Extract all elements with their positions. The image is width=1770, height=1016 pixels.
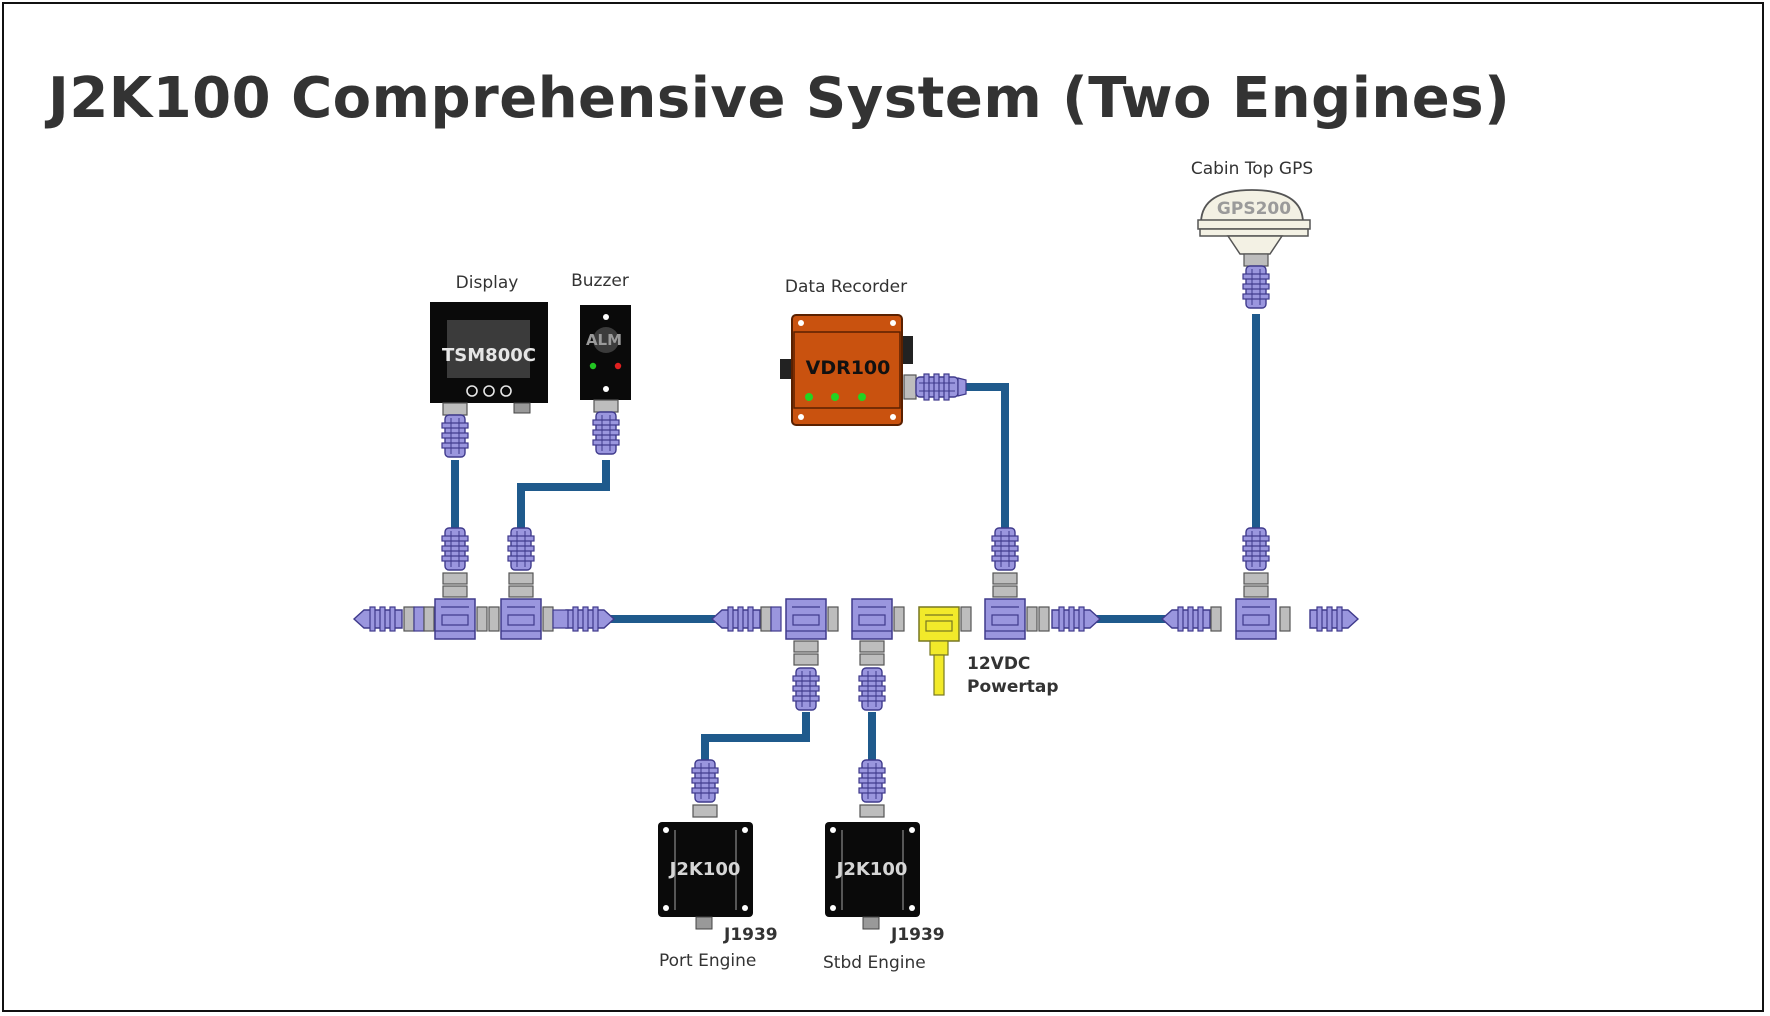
- buzzer-name: ALM: [586, 331, 622, 349]
- backbone-right: [1161, 598, 1359, 640]
- stbd-engine-label: Stbd Engine: [823, 953, 926, 973]
- display-button-icon: [483, 385, 495, 397]
- buzzer-label: Buzzer: [571, 271, 629, 291]
- terminator-left-icon: [711, 606, 761, 632]
- port-engine-name: J2K100: [668, 859, 741, 880]
- buzzer-speaker-icon: [593, 327, 619, 353]
- powertap-tee-icon: [918, 606, 960, 696]
- drop-connectors-down: [792, 640, 886, 711]
- terminator-left-icon: [353, 606, 403, 632]
- terminator-right-icon: [1309, 606, 1359, 632]
- display-button-icon: [500, 385, 512, 397]
- gps-label: Cabin Top GPS: [1191, 159, 1313, 179]
- tee-connector-icon: [785, 598, 827, 640]
- tee-connector-icon: [434, 598, 476, 640]
- terminator-right-icon: [565, 606, 615, 632]
- powertap-line1: 12VDC: [967, 654, 1030, 674]
- green-led-icon: [589, 362, 597, 370]
- status-led-icon: [831, 393, 839, 401]
- tee-connector-icon: [500, 598, 542, 640]
- diagram-title: J2K100 Comprehensive System (Two Engines…: [48, 66, 1511, 131]
- port-engine-device: J2K100 J1939 Port Engine: [658, 759, 778, 971]
- gps-name: GPS200: [1217, 199, 1291, 219]
- display-button-icon: [466, 385, 478, 397]
- status-led-icon: [805, 393, 813, 401]
- terminator-left-icon: [1161, 606, 1211, 632]
- stbd-engine-device: J2K100 J1939 Stbd Engine: [823, 759, 945, 973]
- drop-connectors-up: [441, 527, 1270, 598]
- stbd-engine-name: J2K100: [835, 859, 908, 880]
- port-engine-label: Port Engine: [659, 951, 756, 971]
- powertap-label: 12VDC Powertap: [967, 654, 1059, 697]
- display-name: TSM800C: [442, 345, 536, 366]
- port-j1939-label: J1939: [723, 925, 778, 945]
- drop-cables: [451, 314, 1260, 760]
- backbone-left: [353, 598, 615, 640]
- tee-connector-icon: [984, 598, 1026, 640]
- red-led-icon: [614, 362, 622, 370]
- recorder-name: VDR100: [806, 357, 891, 379]
- buzzer-device: ALM Buzzer: [571, 271, 631, 455]
- display-device: TSM800C Display: [430, 273, 548, 458]
- recorder-device: VDR100 Data Recorder: [780, 277, 967, 426]
- status-led-icon: [858, 393, 866, 401]
- backbone-center: [711, 598, 1101, 696]
- powertap-line2: Powertap: [967, 677, 1059, 697]
- tee-connector-icon: [851, 598, 893, 640]
- recorder-label: Data Recorder: [785, 277, 907, 297]
- stbd-j1939-label: J1939: [890, 925, 945, 945]
- gps-device: GPS200 Cabin Top GPS: [1191, 159, 1313, 309]
- terminator-right-icon: [1051, 606, 1101, 632]
- tee-connector-icon: [1235, 598, 1277, 640]
- display-label: Display: [456, 273, 519, 293]
